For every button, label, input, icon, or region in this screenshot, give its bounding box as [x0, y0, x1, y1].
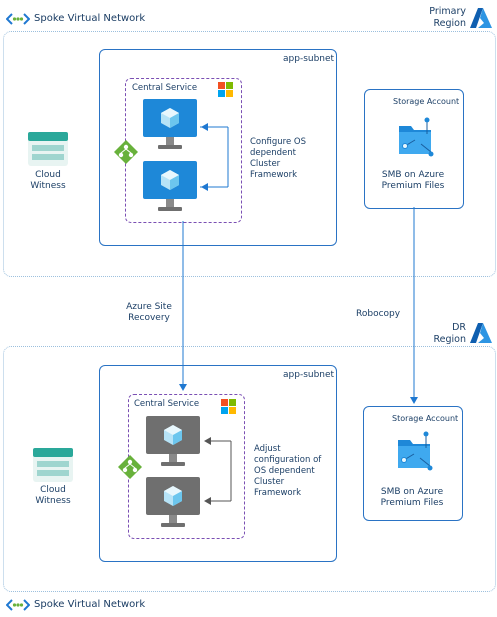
- configure-os-text: Configure OS dependent Cluster Framework: [250, 137, 306, 181]
- primary-smb-label: SMB on Azure Premium Files: [366, 170, 460, 192]
- windows-icon: [218, 82, 233, 97]
- dr-smb-label: SMB on Azure Premium Files: [365, 487, 459, 509]
- cloud-witness-line1: Cloud: [35, 170, 61, 180]
- dr-vm-2-icon: [145, 476, 201, 530]
- primary-vm-2-icon: [142, 160, 198, 214]
- dr-smb-line2: Premium Files: [380, 498, 444, 508]
- cloud-witness-label: Cloud Witness: [22, 170, 74, 192]
- cloud-witness-icon: [28, 132, 68, 166]
- dr-cloud-witness-label: Cloud Witness: [27, 485, 79, 507]
- primary-load-balancer-icon: [114, 140, 138, 164]
- primary-vnet-boundary: [3, 31, 496, 277]
- dr-region-line2: Region: [433, 334, 466, 345]
- configure-line-3: Cluster: [250, 159, 281, 169]
- dr-region-label: DR Region: [418, 322, 466, 346]
- azure-logo-icon: [470, 8, 492, 28]
- dr-storage-account-label: Storage Account: [392, 414, 459, 423]
- primary-file-share-icon: [397, 116, 435, 158]
- dr-cloud-witness-line1: Cloud: [40, 485, 66, 495]
- primary-region-line1: Primary: [429, 6, 466, 17]
- adjust-line-2: configuration of: [254, 455, 322, 465]
- dr-cloud-witness-line2: Witness: [35, 496, 71, 506]
- primary-storage-account-label: Storage Account: [393, 97, 460, 106]
- configure-line-1: Configure OS: [250, 137, 306, 147]
- primary-vm-1-icon: [142, 98, 198, 152]
- adjust-config-text: Adjust configuration of OS dependent Clu…: [254, 444, 321, 499]
- dr-vnet-boundary: [3, 346, 496, 592]
- dr-central-service-label: Central Service: [134, 399, 200, 409]
- azure-logo-dr-icon: [470, 323, 492, 343]
- dr-vnet-icon: [5, 597, 31, 611]
- primary-configure-connector: [200, 126, 229, 188]
- dr-subnet-label: app-subnet: [283, 370, 335, 380]
- dr-app-subnet: [99, 365, 337, 562]
- dr-windows-icon: [221, 399, 236, 414]
- dr-region-line1: DR: [452, 322, 466, 333]
- dr-vnet-label: Spoke Virtual Network: [34, 599, 146, 610]
- asr-line1: Azure Site: [126, 302, 172, 312]
- dr-cloud-witness-icon: [33, 448, 73, 482]
- dr-file-share-icon: [396, 430, 434, 472]
- primary-subnet-label: app-subnet: [283, 54, 335, 64]
- adjust-line-1: Adjust: [254, 444, 281, 454]
- azure-site-recovery-label: Azure Site Recovery: [116, 302, 182, 324]
- primary-smb-line1: SMB on Azure: [381, 170, 445, 180]
- primary-region-line2: Region: [433, 18, 466, 29]
- primary-region-label: Primary Region: [418, 6, 466, 30]
- adjust-line-4: Cluster: [254, 477, 285, 487]
- configure-line-4: Framework: [250, 170, 298, 180]
- primary-app-subnet: [99, 49, 337, 246]
- adjust-line-3: OS dependent: [254, 466, 315, 476]
- robocopy-label: Robocopy: [356, 309, 401, 319]
- primary-central-service-label: Central Service: [132, 83, 198, 93]
- vnet-icon: [5, 11, 31, 25]
- dr-smb-line1: SMB on Azure: [380, 487, 444, 497]
- primary-vnet-label: Spoke Virtual Network: [34, 13, 146, 24]
- cloud-witness-line2: Witness: [30, 181, 66, 191]
- primary-smb-line2: Premium Files: [381, 181, 445, 191]
- dr-load-balancer-icon: [118, 455, 142, 479]
- dr-storage-account: [363, 406, 463, 521]
- configure-line-2: dependent: [250, 148, 296, 158]
- adjust-line-5: Framework: [254, 488, 302, 498]
- dr-vm-1-icon: [145, 415, 201, 469]
- asr-line2: Recovery: [128, 313, 170, 323]
